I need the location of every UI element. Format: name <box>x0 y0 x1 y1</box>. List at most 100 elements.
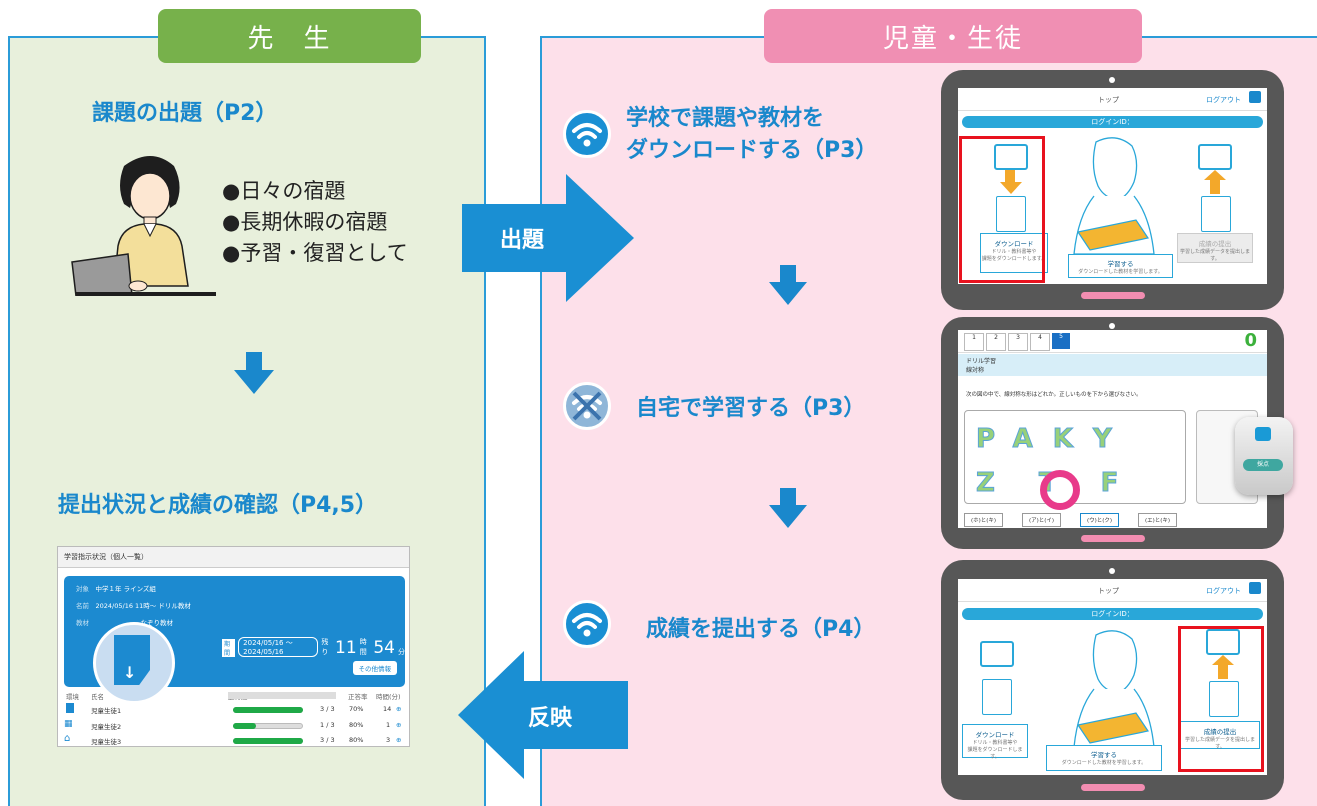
bullet-daily: ●日々の宿題 <box>222 179 346 203</box>
reflect-arrow <box>458 651 628 779</box>
progress-count: 1 / 3 <box>320 721 335 729</box>
shape-letter[interactable]: A <box>1012 424 1053 455</box>
download-note2: 課題をダウンロードします。 <box>967 747 1023 760</box>
logout-link[interactable]: ログアウト <box>1206 587 1241 595</box>
tablet-env-icon <box>66 703 74 713</box>
study-button[interactable]: 学習する ダウンロードした教材を学習します。 <box>1068 254 1173 278</box>
submit-button[interactable]: 成績の提出 学習した成績データを提出します。 <box>1180 721 1260 750</box>
download-note1: ドリル・教科書等や <box>991 249 1037 255</box>
time-minutes: 3 <box>386 736 391 744</box>
answer-choice[interactable]: (ウ)と(ク) <box>1080 513 1120 527</box>
document-icon <box>982 679 1012 715</box>
bullet-vacation: ●長期休暇の宿題 <box>222 210 388 234</box>
login-id-bar: ログインID： <box>962 116 1263 128</box>
submit-highlight <box>1178 626 1264 772</box>
study-note: ダウンロードした教材を学習します。 <box>1078 269 1163 275</box>
submit-label: 成績の提出 <box>1198 240 1232 248</box>
plus-icon[interactable]: ⊕ <box>396 736 402 744</box>
progress-bar <box>233 707 303 713</box>
study-button[interactable]: 学習する ダウンロードした教材を学習します。 <box>1046 745 1162 771</box>
student-tablet-illustration <box>1073 137 1155 255</box>
correct-rate: 80% <box>349 736 364 744</box>
study-label: 学習する <box>1091 751 1117 759</box>
down-arrow-icon <box>769 265 807 305</box>
student-header: 児童・生徒 <box>764 9 1142 63</box>
download-button[interactable]: ダウンロード ドリル・教科書等や 課題をダウンロードします。 <box>980 233 1048 273</box>
shape-letter[interactable]: Z <box>976 468 1039 499</box>
student-name: 児童生徒2 <box>91 723 122 731</box>
status-screen-title: 学習指示状況（個人一覧） <box>58 547 409 568</box>
submit-note: 学習した成績データを提出します。 <box>1179 249 1250 262</box>
study-label: 学習する <box>1107 260 1134 268</box>
col-rate: 正答率 <box>348 693 368 701</box>
minutes-unit: 分 <box>398 648 405 656</box>
step1-title: 学校で課題や教材を ダウンロードする（P3） <box>626 103 877 167</box>
shape-letter[interactable]: P <box>976 424 1013 455</box>
plus-icon[interactable]: ⊕ <box>396 705 402 713</box>
download-highlight <box>959 136 1045 283</box>
time-minutes: 14 <box>383 705 392 713</box>
school-icon <box>1198 144 1232 170</box>
submit-label: 成績の提出 <box>1203 728 1237 736</box>
shapes-board <box>964 410 1186 504</box>
assign-arrow <box>462 174 634 302</box>
target-label: 対象 <box>76 585 89 593</box>
status-screenshot: 学習指示状況（個人一覧） 対象 中学１年 ラインズ組 名前 2024/05/16… <box>57 546 410 747</box>
chat-icon <box>1255 427 1271 441</box>
home-env-icon: ⌂ <box>64 733 71 744</box>
logout-icon[interactable] <box>1249 582 1261 594</box>
shape-letter[interactable]: Y <box>1092 424 1132 455</box>
step1-line2: ダウンロードする（P3） <box>626 138 878 163</box>
download-button[interactable]: ダウンロード ドリル・教科書等や 課題をダウンロードします。 <box>962 724 1028 760</box>
check-title: 提出状況と成績の確認（P4,5） <box>58 493 378 518</box>
tab-2[interactable]: 2 <box>986 333 1006 351</box>
teacher-header: 先 生 <box>158 9 421 63</box>
school-icon <box>994 144 1028 170</box>
bullet-preview: ●予習・復習として <box>222 241 408 265</box>
document-icon <box>1201 196 1231 232</box>
col-name: 氏名 <box>91 693 104 701</box>
submit-button[interactable]: 成績の提出 学習した成績データを提出します。 <box>1177 233 1253 263</box>
no-wifi-icon <box>563 382 611 430</box>
download-file-icon: ↓ <box>93 622 175 704</box>
tab-3[interactable]: 3 <box>1008 333 1028 351</box>
down-arrow-icon <box>234 352 274 394</box>
wifi-icon <box>563 600 611 648</box>
step3-title: 成績を提出する（P4） <box>646 617 876 642</box>
download-note2: 課題をダウンロードします。 <box>981 256 1047 262</box>
logout-icon[interactable] <box>1249 91 1261 103</box>
reflect-arrow-label: 反映 <box>528 706 573 731</box>
down-arrow-icon <box>769 488 807 528</box>
study-note: ダウンロードした教材を学習します。 <box>1061 760 1147 766</box>
answer-choice[interactable]: (ホ)と(キ) <box>964 513 1004 527</box>
progress-count: 3 / 3 <box>320 736 335 744</box>
lesson-type: ドリル学習 <box>966 358 997 365</box>
material-value: なぞり教材 <box>140 619 174 627</box>
download-label: ダウンロード <box>975 731 1015 739</box>
scoring-device: 採点 <box>1235 417 1293 495</box>
step1-line1: 学校で課題や教材を <box>626 106 825 131</box>
assign-arrow-label: 出題 <box>500 228 545 253</box>
table-row[interactable]: ▦ 児童生徒2 1 / 3 80% 1 ⊕ <box>58 719 409 733</box>
school-icon <box>980 641 1014 667</box>
shape-letter[interactable]: F <box>1100 468 1163 499</box>
tab-1[interactable]: 1 <box>964 333 984 351</box>
top-label: トップ <box>1098 96 1119 104</box>
answer-choice[interactable]: (エ)と(キ) <box>1138 513 1178 527</box>
shape-letter[interactable]: K <box>1052 424 1093 455</box>
col-time: 時間(分) <box>376 693 401 701</box>
student-name: 児童生徒3 <box>91 738 122 746</box>
table-row[interactable]: ⌂ 児童生徒3 3 / 3 80% 3 ⊕ <box>58 733 409 746</box>
table-row[interactable]: 児童生徒1 3 / 3 70% 14 ⊕ <box>58 703 409 717</box>
tab-4[interactable]: 4 <box>1030 333 1050 351</box>
plus-icon[interactable]: ⊕ <box>396 721 402 729</box>
lesson-header: ドリル学習 線対称 <box>958 354 1267 376</box>
logout-link[interactable]: ログアウト <box>1206 96 1241 104</box>
school-env-icon: ▦ <box>64 719 73 729</box>
info-button[interactable]: その他情報 <box>352 661 397 675</box>
time-minutes: 1 <box>386 721 391 729</box>
tab-5[interactable]: 5 <box>1052 333 1070 349</box>
answer-choice[interactable]: (ア)と(イ) <box>1022 513 1062 527</box>
step2-title: 自宅で学習する（P3） <box>636 396 866 421</box>
grade-button[interactable]: 採点 <box>1243 459 1283 471</box>
